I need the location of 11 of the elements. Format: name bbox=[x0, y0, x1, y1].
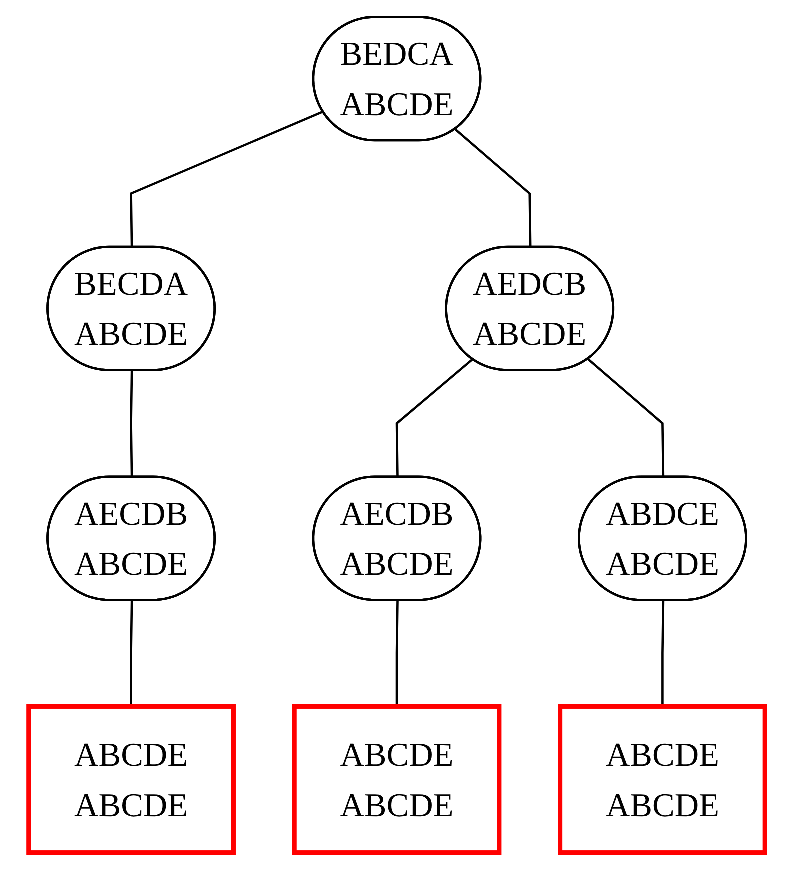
connector bbox=[396, 600, 399, 706]
node-box: ABCDE ABCDE bbox=[26, 704, 236, 855]
connector bbox=[130, 600, 134, 706]
node-box: ABCDE ABCDE bbox=[558, 704, 768, 855]
connector bbox=[130, 370, 134, 478]
connector bbox=[588, 358, 665, 478]
connector bbox=[396, 358, 474, 478]
connector bbox=[454, 128, 532, 248]
connector bbox=[662, 600, 665, 706]
node-box: ABCDE ABCDE bbox=[292, 704, 502, 855]
connector bbox=[130, 110, 324, 248]
